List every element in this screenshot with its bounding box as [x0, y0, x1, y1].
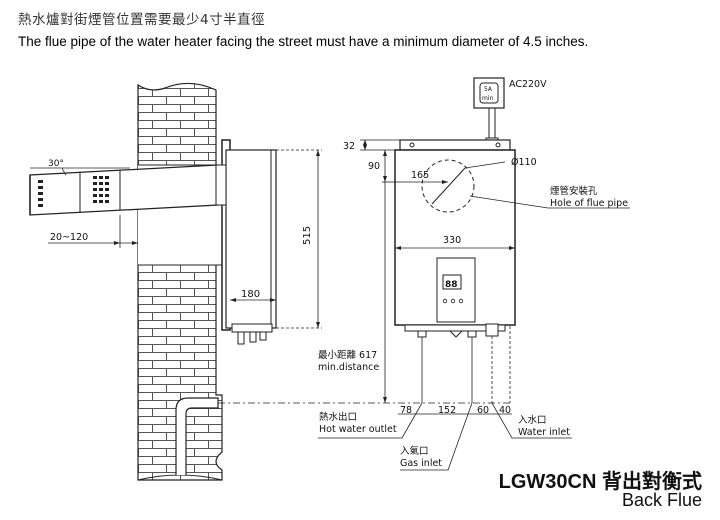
hot-water-outlet-chinese: 熱水出口 — [319, 412, 358, 423]
top-offset-label: 90 — [368, 161, 380, 172]
title-english: The flue pipe of the water heater facing… — [18, 34, 589, 49]
hot-water-outlet-english: Hot water outlet — [319, 424, 397, 435]
width-label: 330 — [443, 235, 461, 246]
min-distance-chinese: 最小距離 617 — [318, 349, 377, 361]
water-inlet-label: 入水口 Water inlet — [518, 415, 570, 439]
depth-dimension — [230, 298, 276, 302]
power-socket — [473, 77, 505, 149]
title-chinese: 熱水爐對街煙管位置需要最少4寸半直徑 — [18, 12, 266, 28]
water-inlet-english: Water inlet — [518, 427, 570, 438]
gas-inlet-chinese: 入氣口 — [400, 446, 429, 457]
spacing-60: 60 — [477, 405, 489, 416]
flue-pipe-side — [29, 164, 219, 216]
spacing-40: 40 — [499, 405, 511, 416]
spacing-152: 152 — [438, 405, 456, 416]
gas-inlet-label: 入氣口 Gas inlet — [400, 446, 442, 470]
hot-water-outlet-label: 熱水出口 Hot water outlet — [319, 412, 397, 436]
socket-unit: min — [482, 95, 494, 102]
connection-lines — [398, 326, 512, 415]
flue-hole-diameter-line — [431, 167, 466, 205]
water-inlet-chinese: 入水口 — [518, 415, 547, 426]
min-distance-english: min.distance — [318, 362, 379, 373]
angle-label: 30° — [48, 159, 64, 169]
offset-dimension — [48, 215, 138, 248]
height-dimension — [276, 149, 322, 329]
model-subtitle: Back Flue — [621, 490, 702, 510]
flue-hole-outline — [421, 159, 475, 213]
socket-rating: 5A — [484, 86, 493, 93]
hole-label-chinese: 煙管安裝孔 — [550, 185, 598, 197]
hole-offset-label: 165 — [411, 170, 429, 181]
gas-inlet-english: Gas inlet — [400, 458, 443, 469]
heater-side-view — [215, 139, 277, 345]
depth-label: 180 — [241, 289, 260, 300]
model-name: LGW30CN 背出對衡式 — [498, 471, 702, 493]
hole-diameter-label: Ø110 — [511, 157, 537, 168]
socket-voltage: AC220V — [509, 79, 547, 90]
top-gap-label: 32 — [343, 141, 355, 152]
hole-label-english: Hole of flue pipe — [550, 198, 628, 209]
offset-label: 20~120 — [50, 232, 88, 243]
spacing-78: 78 — [400, 405, 412, 416]
display-readout: 88 — [445, 280, 458, 290]
height-label: 515 — [302, 226, 313, 245]
